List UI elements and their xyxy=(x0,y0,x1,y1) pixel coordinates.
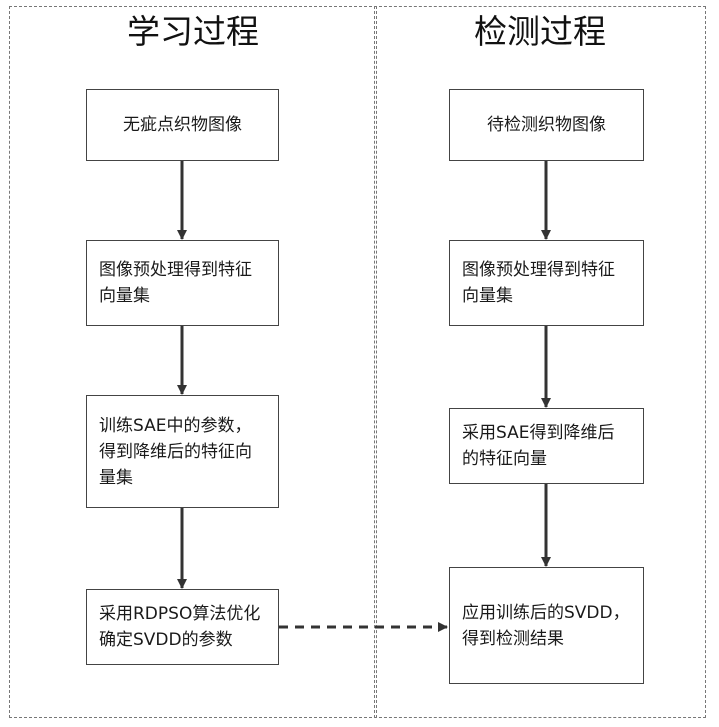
learning-step-label: 无疵点织物图像 xyxy=(99,112,266,138)
detection-process-title: 检测过程 xyxy=(374,10,706,54)
learning-step-label: 训练SAE中的参数，得到降维后的特征向量集 xyxy=(99,413,266,491)
detection-step-test-image: 待检测织物图像 xyxy=(449,89,644,161)
learning-step-rdpso-svdd: 采用RDPSO算法优化确定SVDD的参数 xyxy=(86,589,279,665)
detection-step-apply-sae: 采用SAE得到降维后的特征向量 xyxy=(449,408,644,484)
learning-step-train-sae: 训练SAE中的参数，得到降维后的特征向量集 xyxy=(86,395,279,508)
detection-step-apply-svdd: 应用训练后的SVDD，得到检测结果 xyxy=(449,567,644,684)
detection-step-label: 采用SAE得到降维后的特征向量 xyxy=(462,420,631,472)
detection-step-label: 图像预处理得到特征向量集 xyxy=(462,257,631,309)
learning-step-label: 图像预处理得到特征向量集 xyxy=(99,257,266,309)
detection-step-preprocess: 图像预处理得到特征向量集 xyxy=(449,240,644,326)
detection-step-label: 应用训练后的SVDD，得到检测结果 xyxy=(462,600,631,652)
learning-step-defect-free-image: 无疵点织物图像 xyxy=(86,89,279,161)
learning-process-title: 学习过程 xyxy=(9,10,377,54)
learning-step-label: 采用RDPSO算法优化确定SVDD的参数 xyxy=(99,601,266,653)
detection-step-label: 待检测织物图像 xyxy=(462,112,631,138)
learning-step-preprocess: 图像预处理得到特征向量集 xyxy=(86,240,279,326)
